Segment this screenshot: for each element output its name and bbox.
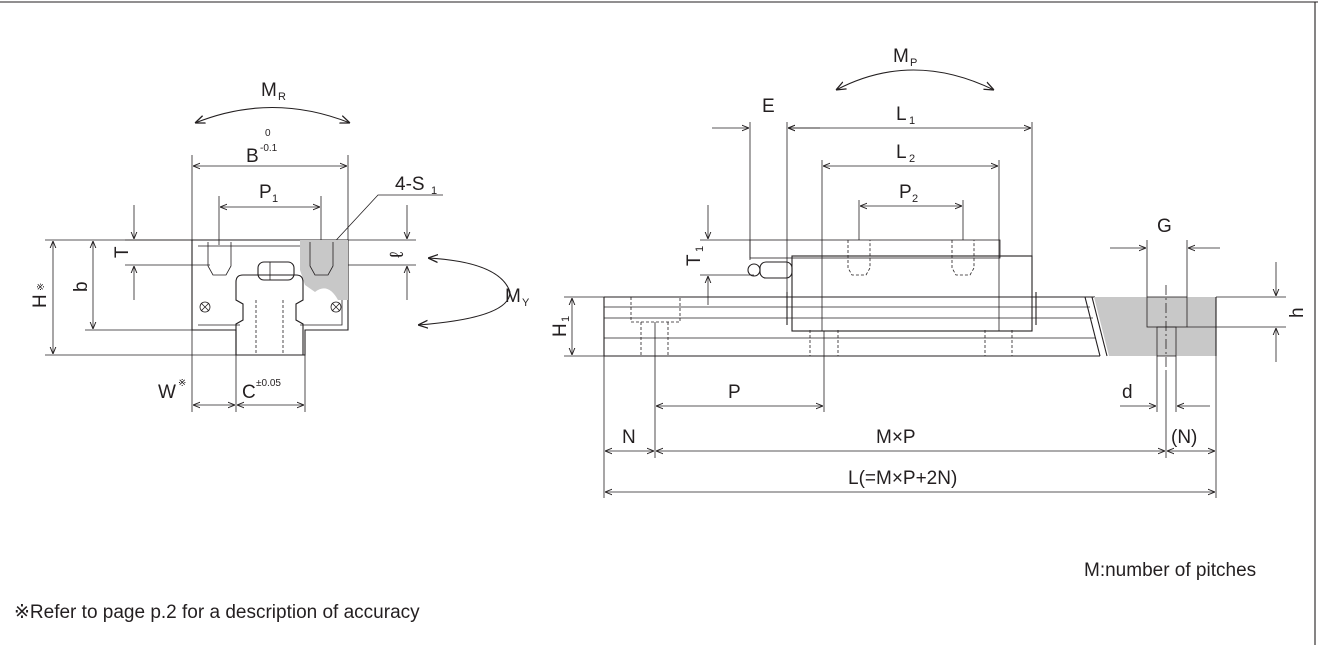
label-g: G <box>1157 216 1172 237</box>
label-n-paren: (N) <box>1171 427 1197 448</box>
rail-section <box>1094 297 1216 356</box>
label-p2-sub: 2 <box>912 193 918 205</box>
rail-hole-2 <box>809 330 839 356</box>
label-p: P <box>728 382 741 403</box>
rail-profile <box>235 274 304 356</box>
label-n: N <box>622 427 636 448</box>
label-mr: M <box>261 80 277 101</box>
label-l-total: L(=M×P+2N) <box>848 468 957 489</box>
section-hole <box>1156 326 1177 357</box>
seal-screw-left-x2 <box>200 302 210 312</box>
label-4s1-sub: 1 <box>431 185 437 197</box>
s1-leader <box>327 194 443 250</box>
label-b-small: b <box>71 281 92 292</box>
label-mxp: M×P <box>876 427 916 448</box>
label-l2-sub: 2 <box>909 153 915 165</box>
label-mr-sub: R <box>278 91 286 103</box>
yaw-moment-arrow <box>418 258 511 325</box>
grease-nipple-ball <box>747 263 761 277</box>
label-my: M <box>505 286 521 307</box>
label-w-mark: ※ <box>178 378 186 389</box>
label-b-tol-lower: -0.1 <box>260 143 278 154</box>
break-line-1 <box>1084 296 1101 357</box>
seal-screw-right-x2 <box>331 302 341 312</box>
block-body <box>791 255 1033 332</box>
label-e: E <box>762 96 775 117</box>
block-tap-2 <box>951 240 975 276</box>
end-view: M R B 0 -0.1 P 1 4-S 1 <box>30 80 530 412</box>
tapped-hole-left <box>207 242 232 276</box>
grease-nipple-end <box>257 261 295 281</box>
label-t: T <box>112 246 133 258</box>
rail-cbore-1 <box>630 297 681 323</box>
label-h1-sub: 1 <box>560 316 572 322</box>
pitch-moment-arrow <box>836 69 994 90</box>
label-h-small: h <box>1287 307 1308 318</box>
label-d: d <box>1122 382 1133 403</box>
roll-moment-arrow <box>195 107 350 124</box>
label-l2: L <box>896 142 907 163</box>
seal-screw-right <box>330 301 342 313</box>
block-tap-1 <box>847 240 871 276</box>
label-h-mark: ※ <box>36 283 47 291</box>
pitch-note: M:number of pitches <box>1084 560 1256 581</box>
label-p1: P <box>259 182 272 203</box>
label-l1: L <box>896 104 907 125</box>
accuracy-note: ※Refer to page p.2 for a description of … <box>14 602 420 623</box>
label-l1-sub: 1 <box>909 115 915 127</box>
label-c-tol: ±0.05 <box>256 378 281 389</box>
tapped-hole-right <box>309 242 334 276</box>
label-p2: P <box>899 182 912 203</box>
label-c: C <box>242 382 256 403</box>
label-4s1: 4-S <box>395 174 425 195</box>
label-w: W <box>158 382 176 403</box>
label-h1: H <box>550 323 571 337</box>
label-mp-sub: P <box>910 57 917 69</box>
break-line-2 <box>1091 296 1108 357</box>
label-my-sub: Y <box>522 297 530 309</box>
block-top-outline <box>749 239 1001 259</box>
seal-screw-left <box>199 301 211 313</box>
label-b-tol-upper: 0 <box>265 128 271 139</box>
label-h: H <box>30 294 51 308</box>
rail-hole-3 <box>984 330 1013 356</box>
rail-hole-1 <box>640 322 669 356</box>
side-view: M P <box>550 46 1308 498</box>
label-p1-sub: 1 <box>272 193 278 205</box>
label-mp: M <box>893 46 909 67</box>
label-b: B <box>246 146 259 167</box>
label-t1: T <box>684 254 705 266</box>
block-section-hatch <box>300 240 348 300</box>
label-t1-sub: 1 <box>694 246 706 252</box>
label-ell: ℓ <box>387 252 408 258</box>
